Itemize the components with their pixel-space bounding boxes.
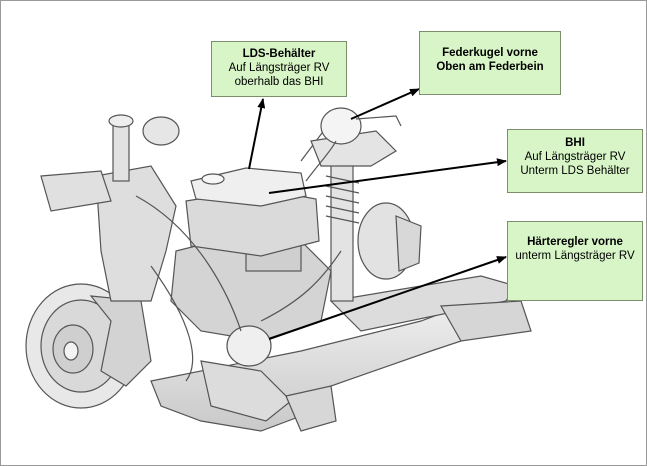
callout-title: Federkugel vorne	[442, 47, 538, 59]
callout-lds-behaelter: LDS-Behälter Auf Längsträger RV oberhalb…	[211, 41, 347, 97]
callout-line: Unterm LDS Behälter	[520, 165, 630, 177]
left-strut-mount	[95, 165, 177, 302]
callout-line: unterm Längsträger RV	[515, 250, 635, 262]
callout-line: oberhalb das BHI	[234, 76, 324, 88]
height-corrector	[226, 325, 272, 367]
arrow-bhi	[268, 158, 507, 194]
callout-title: BHI	[565, 137, 585, 149]
callout-title: LDS-Behälter	[242, 48, 316, 60]
arrow-lds	[248, 98, 266, 170]
callout-title: Härteregler vorne	[527, 236, 623, 248]
lds-reservoir	[190, 167, 307, 207]
right-strut	[330, 150, 354, 302]
callout-line: Auf Längsträger RV	[524, 151, 626, 163]
callout-line: Auf Längsträger RV	[228, 62, 330, 74]
arrow-haerte	[268, 256, 507, 340]
rear-link	[440, 300, 532, 342]
callout-haerteregler: Härteregler vorne unterm Längsträger RV	[507, 221, 643, 301]
spring-sphere	[320, 107, 362, 145]
callout-federkugel: Federkugel vorne Oben am Federbein	[419, 31, 561, 95]
callout-bhi: BHI Auf Längsträger RV Unterm LDS Behält…	[507, 129, 643, 193]
callout-line: Oben am Federbein	[436, 61, 544, 73]
coil-spring	[325, 175, 360, 224]
arrow-feder	[350, 88, 420, 120]
